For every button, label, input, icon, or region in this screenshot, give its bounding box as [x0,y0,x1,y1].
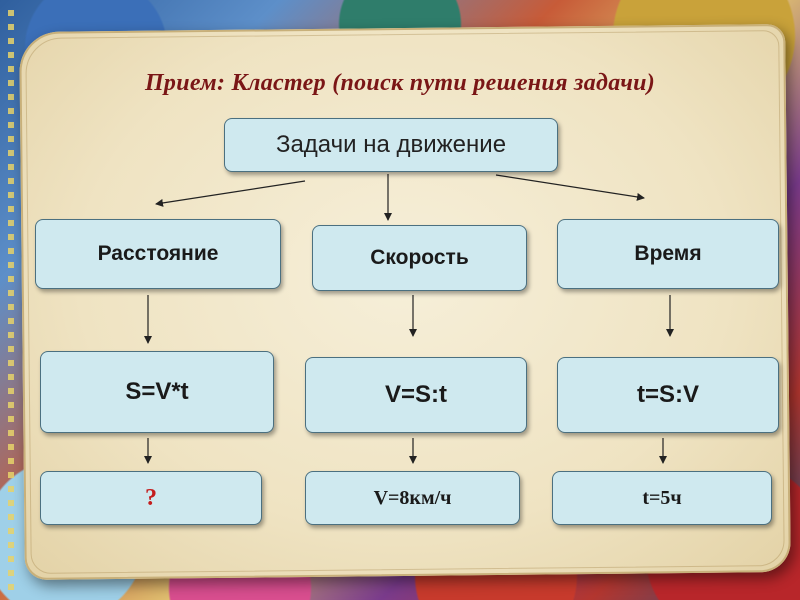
category-node-distance: Расстояние [35,219,281,289]
root-node-motion-problems: Задачи на движение [224,118,558,172]
unknown-question-mark: ? [145,484,157,511]
given-node-distance: ? [40,471,262,525]
formula-node-speed: V=S:t [305,357,527,433]
decorative-edge-stripe [8,10,14,590]
category-node-time: Время [557,219,779,289]
arrow-root-to-time [495,174,645,201]
formula-node-distance: S=V*t [40,351,274,433]
given-node-time: t=5ч [552,471,772,525]
arrow-root-to-distance [155,180,306,207]
formula-node-time: t=S:V [557,357,779,433]
category-node-speed: Скорость [312,225,527,291]
given-node-speed: V=8км/ч [305,471,520,525]
slide-title: Прием: Кластер (поиск пути решения задач… [144,70,656,96]
